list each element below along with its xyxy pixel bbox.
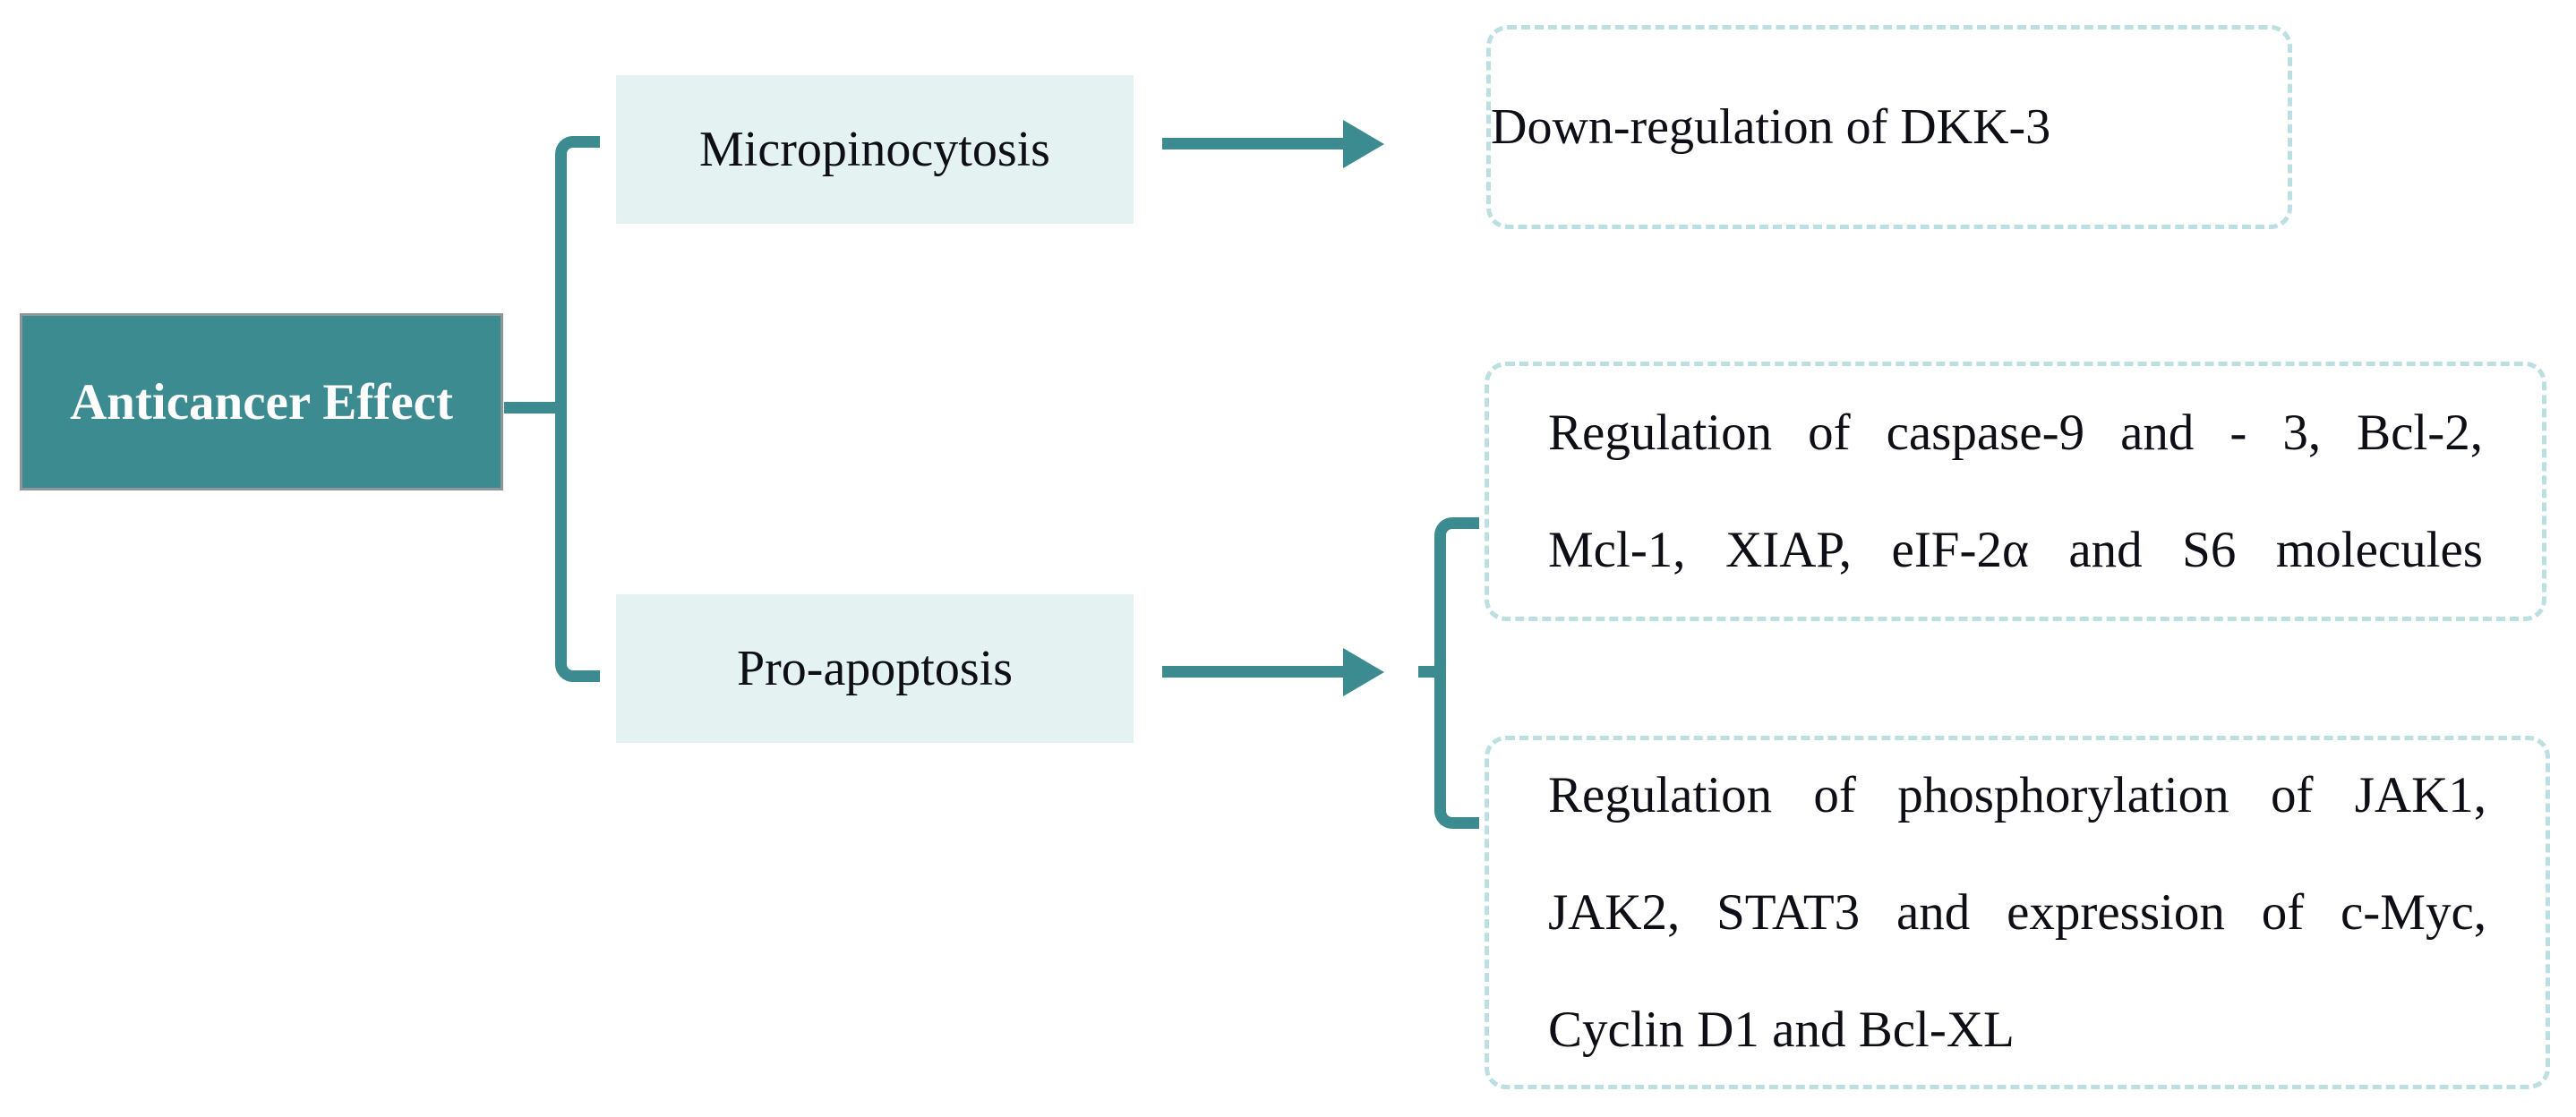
branch-label: Pro-apoptosis xyxy=(737,641,1013,696)
outcome-text-line: Mcl-1, XIAP, eIF-2α and S6 molecules xyxy=(1548,522,2483,578)
branch-node-pro-apoptosis: Pro-apoptosis xyxy=(616,594,1134,743)
outcome-box-caspase-regulation: Regulation of caspase-9 and - 3, Bcl-2, … xyxy=(1485,362,2546,621)
pro-apoptosis-arrow-line xyxy=(1162,666,1346,678)
outcome-box-dkk3: Down-regulation of DKK-3 xyxy=(1486,25,2292,229)
outcome-text: Down-regulation of DKK-3 xyxy=(1491,98,2051,155)
root-node-label: Anticancer Effect xyxy=(70,373,453,431)
left-brace-connector xyxy=(555,136,600,682)
outcome-box-jak-stat-regulation: Regulation of phosphorylation of JAK1, J… xyxy=(1485,736,2550,1089)
branch-node-micropinocytosis: Micropinocytosis xyxy=(616,75,1134,224)
root-connector-line xyxy=(504,402,561,414)
micropinocytosis-arrow-line xyxy=(1162,138,1346,149)
branch-label: Micropinocytosis xyxy=(699,122,1050,177)
arrow-right-icon xyxy=(1343,120,1384,168)
outcome-text-line: Cyclin D1 and Bcl-XL xyxy=(1548,1002,2015,1058)
root-node-anticancer-effect: Anticancer Effect xyxy=(20,313,503,490)
right-brace-connector xyxy=(1434,517,1479,829)
outcome-text-line: JAK2, STAT3 and expression of c-Myc, xyxy=(1548,884,2486,941)
outcome-text-line: Regulation of caspase-9 and - 3, Bcl-2, xyxy=(1548,405,2483,461)
outcome-text-line: Regulation of phosphorylation of JAK1, xyxy=(1548,767,2486,823)
arrow-right-icon xyxy=(1343,648,1384,696)
